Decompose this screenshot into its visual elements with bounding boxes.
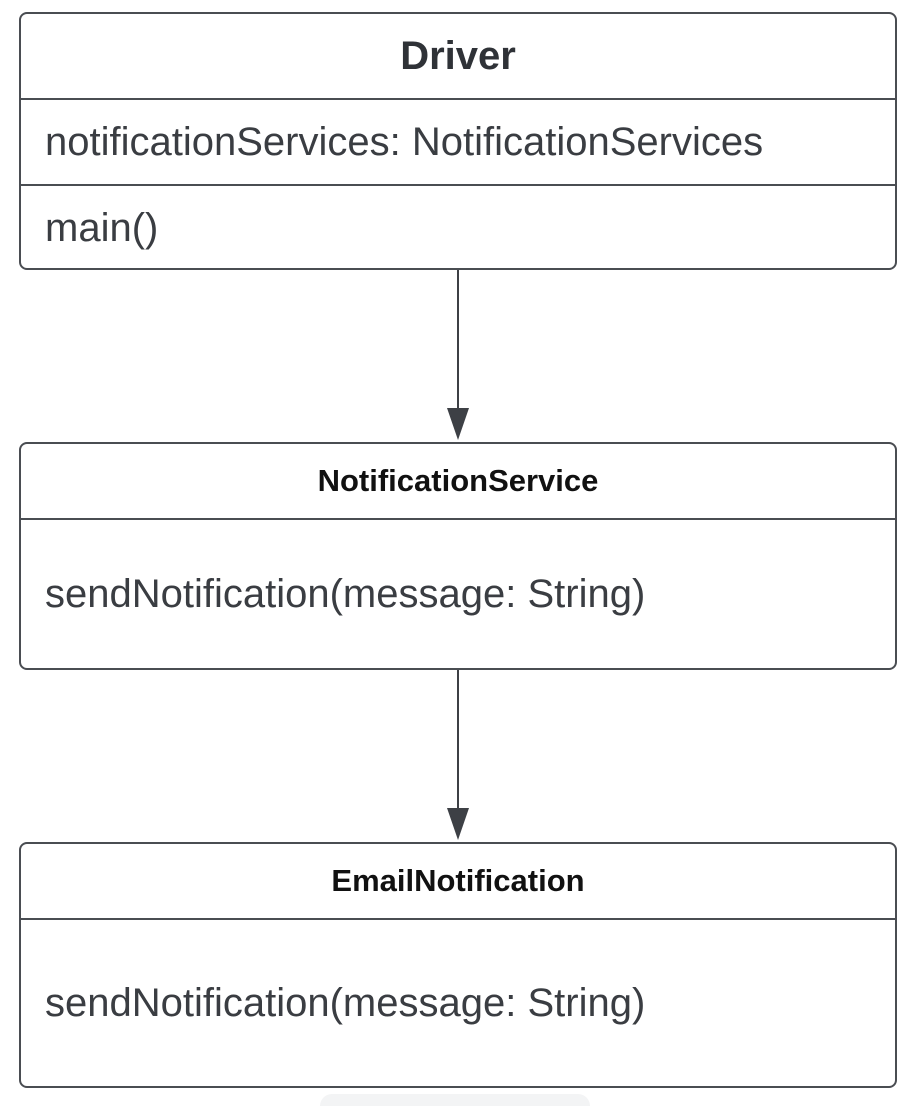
class-emailnotification[interactable]: EmailNotification sendNotification(messa… bbox=[19, 842, 897, 1088]
class-emailnotification-name: EmailNotification bbox=[21, 844, 895, 920]
class-emailnotification-operations: sendNotification(message: String) bbox=[45, 980, 646, 1025]
class-driver[interactable]: Driver notificationServices: Notificatio… bbox=[19, 12, 897, 270]
arrow-notificationservice-to-emailnotification bbox=[447, 670, 469, 840]
class-notificationservice[interactable]: NotificationService sendNotification(mes… bbox=[19, 442, 897, 670]
class-notificationservice-name: NotificationService bbox=[21, 444, 895, 520]
class-driver-operations: main() bbox=[45, 205, 159, 250]
class-driver-name: Driver bbox=[21, 14, 895, 100]
class-driver-attributes: notificationServices: NotificationServic… bbox=[21, 100, 895, 186]
bottom-overlay-edge bbox=[320, 1094, 590, 1106]
class-notificationservice-operations: sendNotification(message: String) bbox=[45, 571, 646, 616]
arrow-driver-to-notificationservice bbox=[447, 270, 469, 440]
